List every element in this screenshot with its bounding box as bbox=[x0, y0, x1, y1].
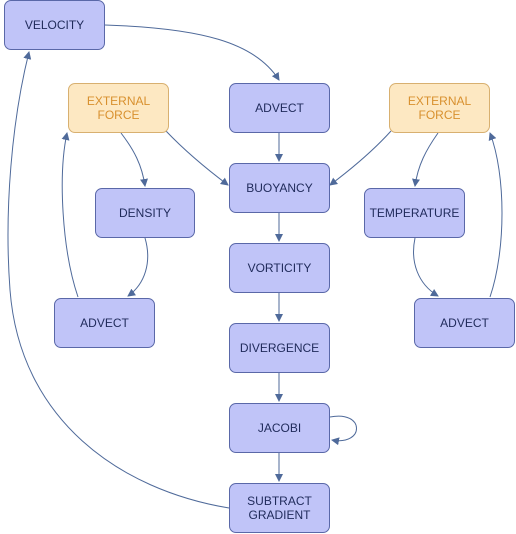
edge-advect-left-to-force-left bbox=[61, 132, 79, 298]
vorticity-node[interactable]: VORTICITY bbox=[229, 243, 330, 293]
edge-force-left-to-buoyancy bbox=[165, 130, 229, 186]
external-force-left-node[interactable]: EXTERNAL FORCE bbox=[68, 83, 169, 133]
jacobi-node[interactable]: JACOBI bbox=[229, 403, 330, 453]
external-force-right-node[interactable]: EXTERNAL FORCE bbox=[389, 83, 490, 133]
advect-right-node[interactable]: ADVECT bbox=[414, 298, 515, 348]
edge-temperature-to-advect-right bbox=[413, 237, 439, 297]
temperature-node[interactable]: TEMPERATURE bbox=[364, 188, 465, 238]
buoyancy-node[interactable]: BUOYANCY bbox=[229, 163, 330, 213]
velocity-node[interactable]: VELOCITY bbox=[4, 0, 105, 50]
advect-left-node[interactable]: ADVECT bbox=[54, 298, 155, 348]
density-node[interactable]: DENSITY bbox=[95, 188, 195, 238]
edge-advect-right-to-force-right bbox=[488, 132, 503, 298]
edge-force-left-to-density bbox=[120, 132, 148, 187]
edge-subtract-gradient-to-velocity bbox=[7, 51, 230, 509]
edge-jacobi-self-loop bbox=[329, 415, 357, 446]
edge-density-to-advect-left bbox=[127, 237, 149, 297]
divergence-node[interactable]: DIVERGENCE bbox=[229, 323, 330, 373]
advect-node[interactable]: ADVECT bbox=[229, 83, 330, 133]
subtract-gradient-node[interactable]: SUBTRACT GRADIENT bbox=[229, 483, 330, 533]
edge-force-right-to-buoyancy bbox=[329, 130, 392, 186]
edge-force-right-to-temperature bbox=[412, 132, 439, 187]
edge-velocity-to-advect bbox=[104, 24, 280, 81]
